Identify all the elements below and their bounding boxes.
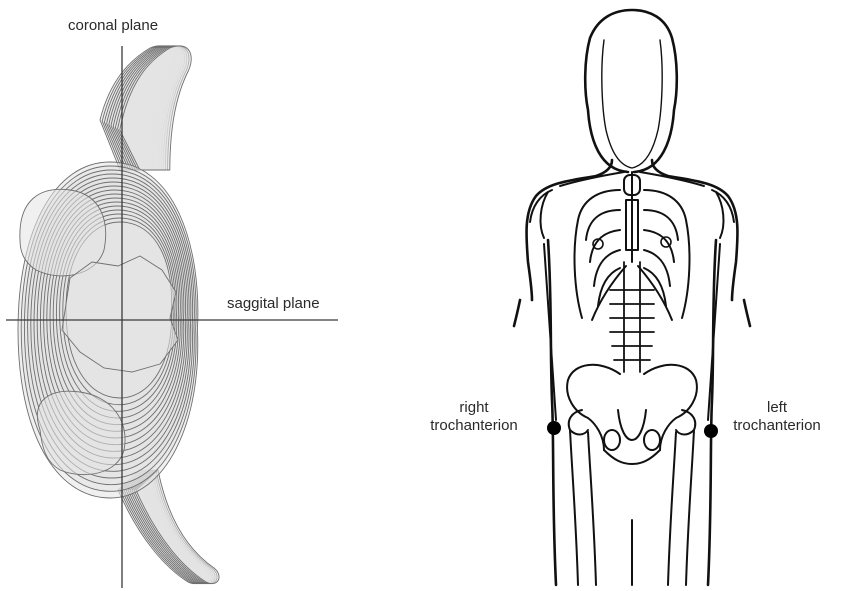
left-label-line2: trochanterion [718, 417, 836, 435]
right-label-line1: right [419, 399, 529, 417]
pelvis [567, 365, 697, 464]
body-skeleton-panel: right trochanterion left trochanterion [400, 0, 845, 591]
ribcage [575, 172, 690, 320]
cross-section-panel: coronal plane saggital plane [0, 0, 340, 591]
left-label-line1: left [718, 399, 836, 417]
right-label-line2: trochanterion [419, 417, 529, 435]
right-trochanterion-point [547, 421, 561, 435]
sagittal-plane-label: saggital plane [227, 295, 320, 313]
contour-layers [18, 46, 219, 584]
right-trochanterion-label: right trochanterion [419, 399, 529, 435]
coronal-plane-label: coronal plane [68, 17, 158, 35]
left-trochanterion-label: left trochanterion [718, 399, 836, 435]
body-skeleton-figure [400, 0, 845, 591]
left-trochanterion-point [704, 424, 718, 438]
body-outline [514, 10, 750, 585]
